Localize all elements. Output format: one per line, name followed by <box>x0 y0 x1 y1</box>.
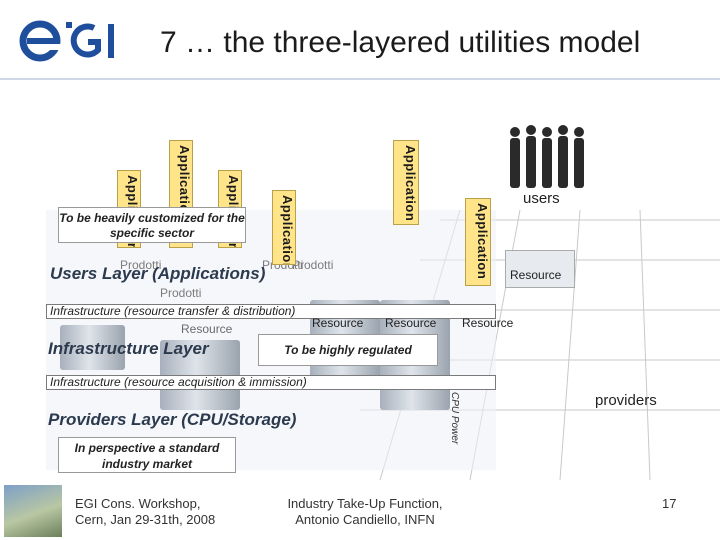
footer-event: EGI Cons. Workshop, <box>75 496 201 511</box>
footer-photo <box>4 485 62 537</box>
customized-callout: To be heavily customized for the specifi… <box>58 207 246 243</box>
resource-label: Resource <box>312 316 364 330</box>
application-bar: Application <box>393 140 419 225</box>
server-graphic <box>60 325 125 370</box>
background-label: Prodotti <box>292 258 334 272</box>
slide-header: 7 … the three-layered utilities model <box>0 0 720 80</box>
footer-author: Antonio Candiello, INFN <box>295 512 435 527</box>
providers-layer-title: Providers Layer (CPU/Storage) <box>48 410 297 429</box>
egi-logo <box>19 20 114 62</box>
slide-title: 7 … the three-layered utilities model <box>160 26 641 59</box>
page-number: 17 <box>662 496 677 511</box>
footer-left: EGI Cons. Workshop, Cern, Jan 29-31th, 2… <box>75 496 215 528</box>
footer-function: Industry Take-Up Function, <box>287 496 443 511</box>
background-label: Prodotti <box>120 258 162 272</box>
regulated-callout: To be highly regulated <box>258 334 438 366</box>
resource-label: Resource <box>181 322 233 336</box>
resource-box <box>505 250 575 288</box>
resource-label: Resource <box>462 316 514 330</box>
application-bar: Application <box>465 198 491 286</box>
footer-date: Cern, Jan 29-31th, 2008 <box>75 512 216 527</box>
resource-label: Resource <box>385 316 437 330</box>
transfer-strip: Infrastructure (resource transfer & dist… <box>46 304 496 319</box>
users-label: users <box>523 190 560 207</box>
background-label: Prodotti <box>160 286 202 300</box>
providers-label: providers <box>595 392 657 409</box>
application-bar: Application <box>272 190 296 265</box>
title-divider <box>0 78 720 80</box>
acquisition-strip: Infrastructure (resource acquisition & i… <box>46 375 496 390</box>
cpu-power-label: CPU Power <box>449 392 460 445</box>
resource-label: Resource <box>510 268 562 282</box>
users-icon <box>510 125 584 188</box>
standard-market-callout: In perspective a standard industry marke… <box>58 437 236 473</box>
infrastructure-layer-title: Infrastructure Layer <box>48 339 209 358</box>
footer-center: Industry Take-Up Function, Antonio Candi… <box>270 496 460 528</box>
users-layer-title: Users Layer (Applications) <box>50 264 266 283</box>
